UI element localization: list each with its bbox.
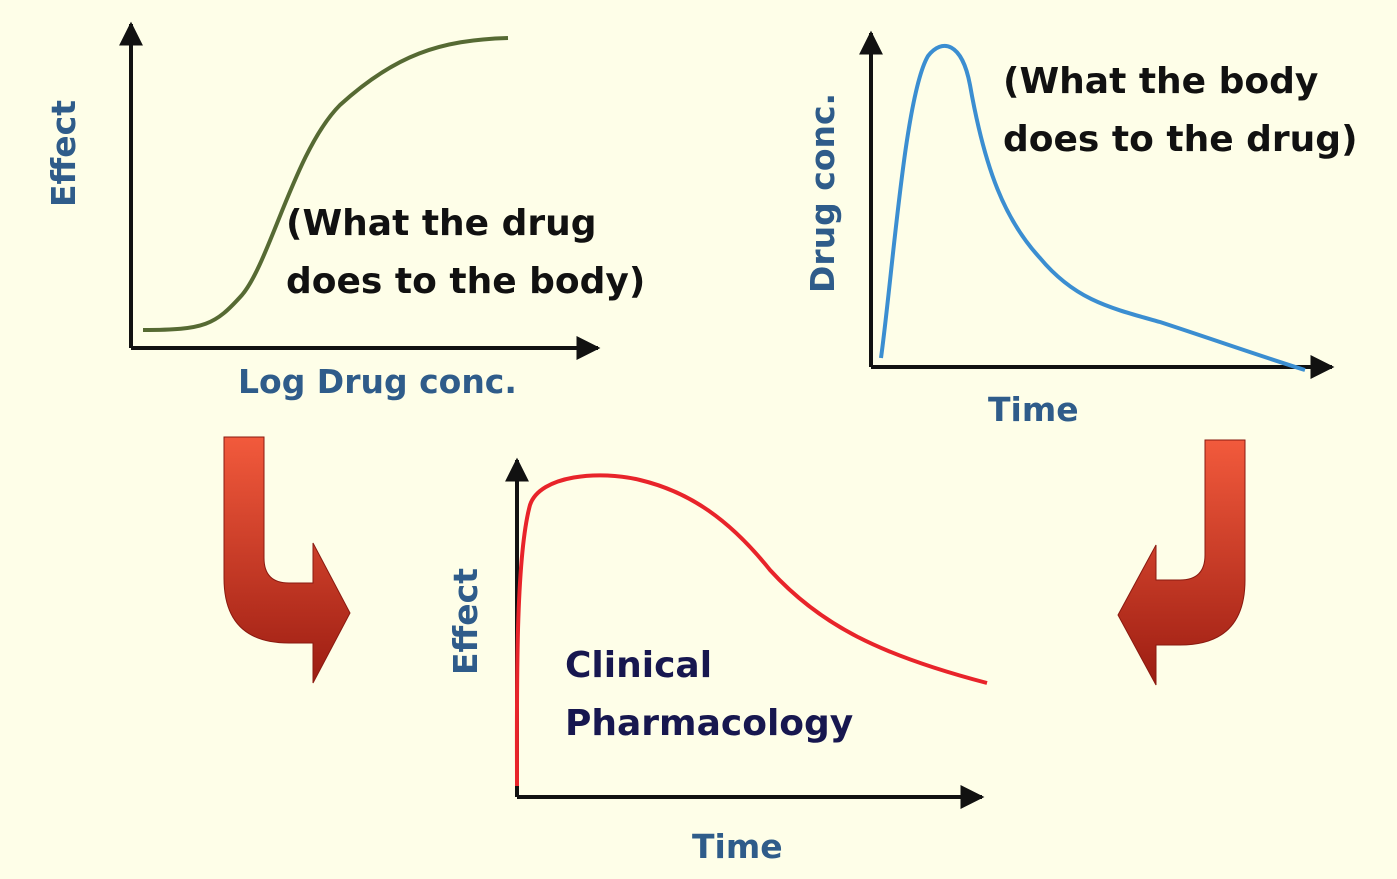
pd-annotation-line2: does to the body) [286, 261, 646, 302]
left-curved-arrow-icon [223, 436, 351, 684]
clinical-pharmacology-title: Clinical Pharmacology [565, 637, 853, 753]
pd-annotation: (What the drug does to the body) [286, 195, 645, 311]
combined-x-axis-label: Time [692, 827, 783, 866]
title-line1: Clinical [565, 645, 713, 686]
pk-x-axis-label: Time [988, 390, 1079, 429]
title-line2: Pharmacology [565, 703, 854, 744]
right-curved-arrow-icon [1117, 439, 1246, 686]
pk-annotation-line2: does to the drug) [1003, 119, 1358, 160]
combined-y-axis-label: Effect [446, 568, 485, 675]
pd-y-axis-label: Effect [44, 100, 83, 207]
pd-sigmoid-curve [142, 36, 509, 332]
pk-y-axis-label: Drug conc. [803, 92, 842, 293]
pd-panel [119, 21, 601, 360]
pd-annotation-line1: (What the drug [286, 203, 597, 244]
pk-panel [859, 30, 1335, 379]
pd-x-axis-label: Log Drug conc. [238, 362, 517, 401]
pk-annotation: (What the body does to the drug) [1003, 53, 1358, 169]
effect-time-curve [514, 473, 988, 787]
pk-curve [879, 44, 1306, 372]
combined-panel [505, 457, 988, 809]
pk-annotation-line1: (What the body [1003, 61, 1319, 102]
